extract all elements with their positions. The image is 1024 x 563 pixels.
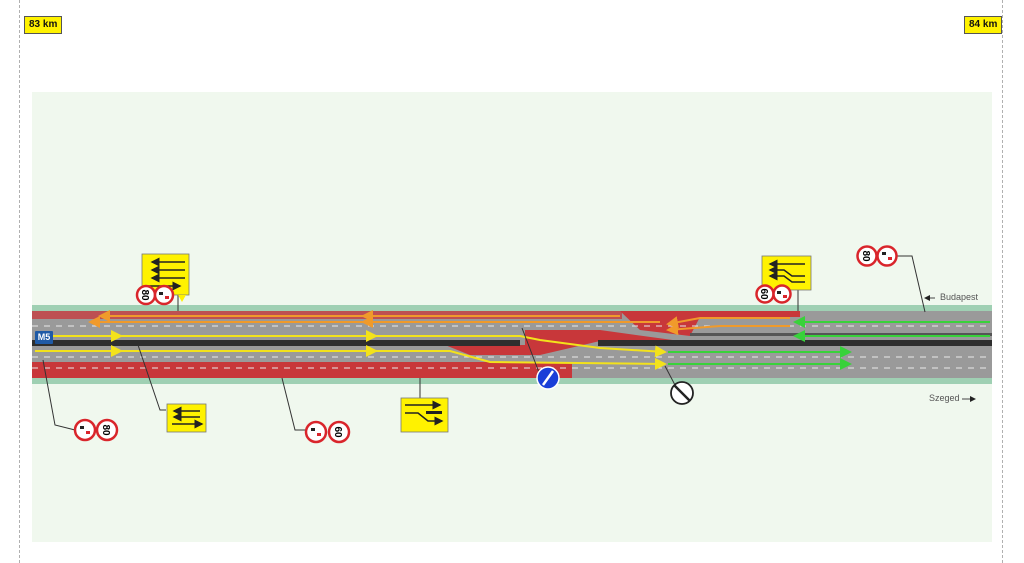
no-overtaking-icon xyxy=(73,418,97,442)
no-overtaking-icon xyxy=(304,420,328,444)
lane-arrow-orange xyxy=(666,323,790,336)
leader-line xyxy=(137,344,166,411)
no-overtaking-icon xyxy=(153,284,175,306)
speed-limit-value: 60 xyxy=(332,426,343,438)
leader-line xyxy=(521,327,541,376)
end-restriction-icon xyxy=(670,381,694,405)
speed-limit-sign-far-right: 80 xyxy=(856,245,878,267)
closed-lane-shift xyxy=(445,345,525,355)
leader-line xyxy=(281,377,305,431)
closed-lane-transition xyxy=(525,330,680,355)
closed-lane-upper-right xyxy=(620,311,800,336)
km-marker-start: 83 km xyxy=(24,16,63,34)
keep-right-icon xyxy=(536,366,560,390)
direction-label-szeged: Szeged xyxy=(929,393,960,403)
median-right xyxy=(598,340,992,346)
speed-limit-sign-bottom-left: 80 xyxy=(95,418,119,442)
speed-limit-sign-top-right: 60 xyxy=(755,284,775,304)
section-end-line xyxy=(1002,0,1003,563)
lane-arrows-icon xyxy=(166,403,207,433)
leader-line xyxy=(42,359,76,431)
leader-line xyxy=(895,255,926,313)
speed-limit-value: 80 xyxy=(139,289,150,301)
median-left xyxy=(32,340,520,346)
speed-limit-value: 60 xyxy=(758,288,769,300)
speed-limit-value: 80 xyxy=(860,250,871,262)
road-shield: M5 xyxy=(35,331,53,344)
section-start-line xyxy=(19,0,20,563)
lane-arrow-yellow xyxy=(35,335,667,358)
direction-label-budapest: Budapest xyxy=(940,292,979,302)
lane-arrows-icon xyxy=(761,255,812,291)
median-top-right xyxy=(690,333,992,336)
speed-limit-value: 80 xyxy=(100,424,111,436)
speed-limit-sign-top-left: 80 xyxy=(135,284,157,306)
leader-line xyxy=(664,365,676,386)
lane-arrow-yellow xyxy=(35,350,667,370)
closed-lane-lower xyxy=(32,362,572,378)
lane-arrow-orange xyxy=(666,316,790,329)
no-overtaking-icon xyxy=(772,284,792,304)
km-marker-end: 84 km xyxy=(964,16,1003,34)
speed-limit-sign-bottom-mid: 60 xyxy=(327,420,351,444)
lane-arrows-icon xyxy=(400,397,449,433)
no-overtaking-icon xyxy=(876,245,898,267)
